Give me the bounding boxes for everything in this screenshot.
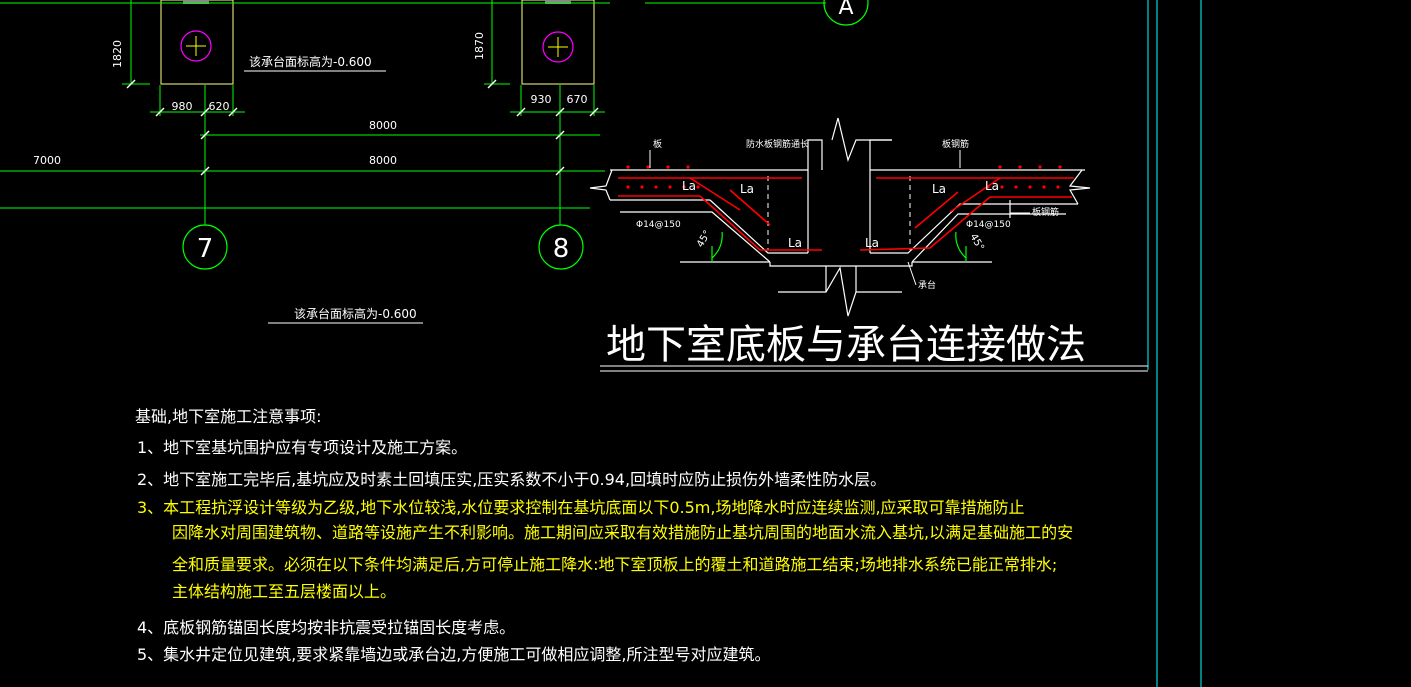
- note-item-5: 5、集水井定位见建筑,要求紧靠墙边或承台边,方便施工可做相应调整,所注型号对应建…: [137, 645, 771, 664]
- label-right-side: 板钢筋: [1032, 206, 1059, 218]
- detail-title: 地下室底板与承台连接做法: [600, 322, 1148, 372]
- pile-cap-right: [521, 0, 595, 85]
- elevation-notes: 该承台面标高为-0.600 该承台面标高为-0.600: [244, 54, 423, 324]
- grid-label-a: A: [838, 0, 853, 20]
- detail-section: [589, 117, 1091, 317]
- note-item-4: 4、底板钢筋锚固长度均按非抗震受拉锚固长度考虑。: [137, 618, 516, 637]
- grid-label-8: 8: [553, 234, 570, 264]
- dim-w-right-a: 930: [531, 93, 552, 106]
- plan-dimension-texts: 1820 1870 980 620 930 670 8000 8000 7000: [33, 32, 588, 167]
- label-angle-left: 45°: [695, 229, 713, 250]
- label-la-1: La: [682, 179, 696, 193]
- rebar-dots: [626, 165, 1062, 189]
- grid-bubbles: 7 8 A: [182, 0, 869, 270]
- dim-h-left: 1820: [111, 40, 124, 68]
- drawing-frame: [1147, 0, 1202, 687]
- label-la-6: La: [865, 236, 879, 250]
- dim-span-upper: 8000: [369, 119, 397, 132]
- pile-symbol-right: [542, 31, 574, 63]
- dim-span-left: 7000: [33, 154, 61, 167]
- dim-w-left-b: 620: [209, 100, 230, 113]
- label-la-3: La: [932, 182, 946, 196]
- pile-cap-left: [160, 0, 234, 85]
- label-la-4: La: [985, 179, 999, 193]
- dim-h-right: 1870: [473, 32, 486, 60]
- label-bottom-right: 承台: [918, 279, 936, 291]
- note-item-3-cont-3: 主体结构施工至五层楼面以上。: [172, 582, 397, 601]
- detail-title-text: 地下室底板与承台连接做法: [606, 322, 1086, 368]
- label-top-mid: 防水板钢筋通长: [746, 138, 809, 150]
- elev-note-1: 该承台面标高为-0.600: [249, 54, 372, 69]
- dim-w-right-b: 670: [567, 93, 588, 106]
- pile-symbol-left: [180, 30, 212, 62]
- label-top-left: 板: [653, 138, 662, 150]
- label-la-5: La: [788, 236, 802, 250]
- plan-dimension-ticks: [126, 79, 599, 176]
- note-item-3-cont-1: 因降水对周围建筑物、道路等设施产生不利影响。施工期间应采取有效措施防止基坑周围的…: [172, 523, 1074, 542]
- label-rebar-right: Φ14@150: [966, 220, 1011, 230]
- note-item-1: 1、地下室基坑围护应有专项设计及施工方案。: [137, 438, 468, 457]
- label-rebar-left: Φ14@150: [636, 220, 681, 230]
- note-item-2: 2、地下室施工完毕后,基坑应及时素土回填压实,压实系数不小于0.94,回填时应防…: [137, 470, 887, 489]
- dim-span-lower: 8000: [369, 154, 397, 167]
- elev-note-2: 该承台面标高为-0.600: [294, 306, 417, 321]
- note-item-3-cont-2: 全和质量要求。必须在以下条件均满足后,方可停止施工降水:地下室顶板上的覆土和道路…: [172, 555, 1058, 574]
- label-angle-right: 45°: [967, 232, 985, 253]
- notes-heading: 基础,地下室施工注意事项:: [135, 407, 322, 426]
- label-top-right: 板钢筋: [942, 138, 969, 150]
- plan-dimension-lines: [0, 0, 826, 225]
- dim-w-left-a: 980: [172, 100, 193, 113]
- label-la-2: La: [740, 182, 754, 196]
- grid-label-7: 7: [197, 234, 214, 264]
- note-item-3: 3、本工程抗浮设计等级为乙级,地下水位较浅,水位要求控制在基坑底面以下0.5m,…: [137, 498, 1025, 517]
